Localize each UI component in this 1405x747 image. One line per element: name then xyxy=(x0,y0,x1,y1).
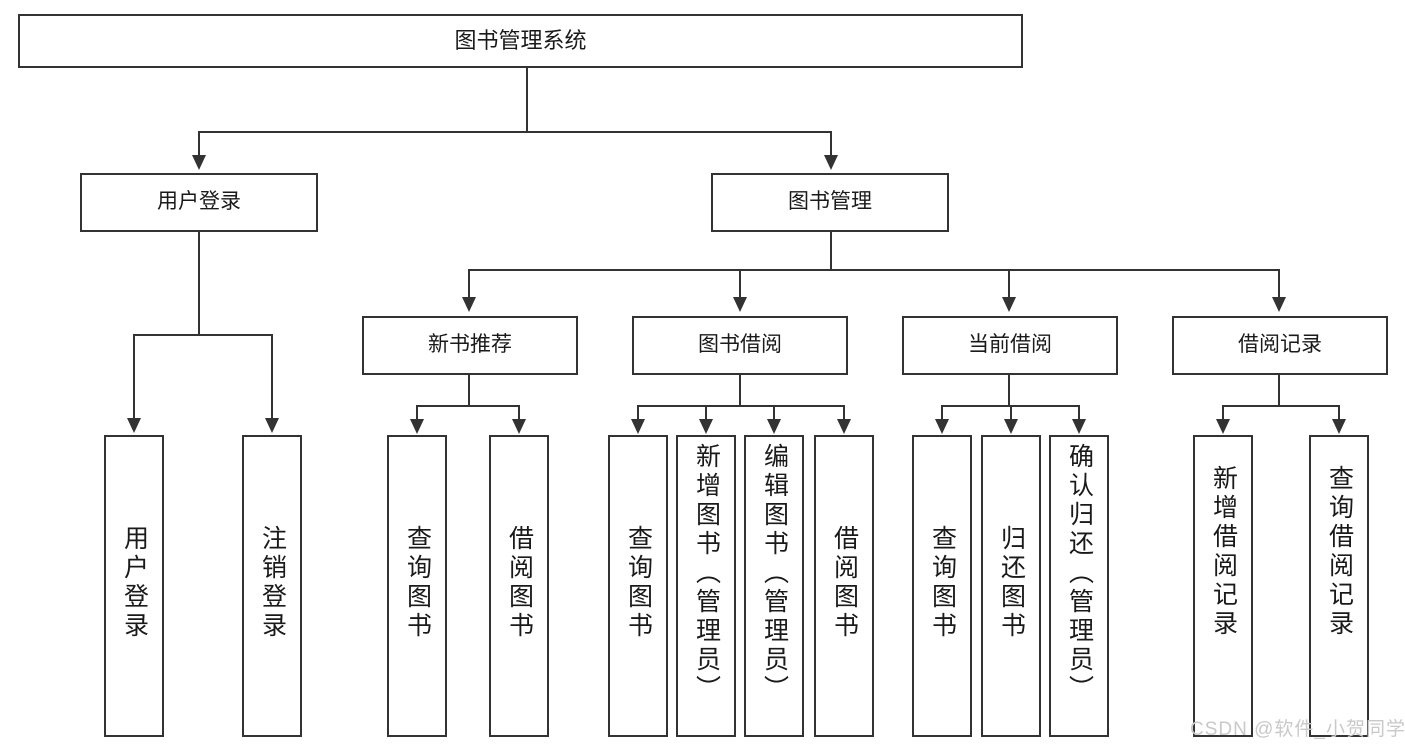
arrowhead-br-leaf2 xyxy=(1332,419,1346,434)
connector-new-book-recommend-bus xyxy=(416,405,520,407)
connector-borrow-record-bus xyxy=(1222,405,1340,407)
node-label: 新增借阅记录 xyxy=(1209,465,1238,639)
arrowhead-nbr-leaf2 xyxy=(512,419,526,434)
connector-cb-leaf2 xyxy=(1010,405,1012,419)
node-label: 借阅图书 xyxy=(830,525,859,641)
connector-user-login-bus xyxy=(133,334,273,336)
leaf-br-query-record[interactable]: 查询借阅记录 xyxy=(1309,435,1369,737)
node-label: 编辑图书（管理员） xyxy=(760,443,789,704)
connector-bb-leaf4 xyxy=(843,405,845,419)
connector-new-book-recommend-stem xyxy=(468,375,470,406)
arrowhead-new-book-recommend xyxy=(462,297,476,312)
arrowhead-leaf-logout xyxy=(265,418,279,433)
leaf-logout[interactable]: 注销登录 xyxy=(242,435,302,737)
node-label: 新增图书（管理员） xyxy=(692,443,721,704)
node-new-book-recommend[interactable]: 新书推荐 xyxy=(362,316,578,375)
node-label: 图书管理系统 xyxy=(454,28,587,54)
connector-cb-leaf3 xyxy=(1078,405,1080,419)
node-label: 查询借阅记录 xyxy=(1325,465,1354,639)
connector-to-user-login xyxy=(198,131,200,155)
leaf-bb-query-books[interactable]: 查询图书 xyxy=(608,435,668,737)
node-label: 查询图书 xyxy=(928,525,957,641)
arrowhead-bb-leaf1 xyxy=(631,419,645,434)
connector-to-borrow-record xyxy=(1278,269,1280,297)
leaf-nbr-query-books[interactable]: 查询图书 xyxy=(387,435,447,737)
node-book-borrow[interactable]: 图书借阅 xyxy=(632,316,848,375)
connector-to-new-book-recommend xyxy=(468,269,470,297)
connector-bb-leaf3 xyxy=(773,405,775,419)
node-label: 图书借阅 xyxy=(698,333,782,357)
arrowhead-bb-leaf4 xyxy=(837,419,851,434)
node-label: 当前借阅 xyxy=(968,333,1052,357)
node-label: 注销登录 xyxy=(258,525,287,641)
node-label: 借阅图书 xyxy=(505,525,534,641)
connector-user-login-leaf2 xyxy=(271,334,273,418)
connector-nbr-leaf2 xyxy=(518,405,520,419)
arrowhead-bb-leaf3 xyxy=(767,419,781,434)
connector-root-stem xyxy=(526,68,528,133)
connector-nbr-leaf1 xyxy=(416,405,418,419)
connector-book-management-stem xyxy=(830,232,832,270)
connector-bb-leaf1 xyxy=(637,405,639,419)
node-label: 新书推荐 xyxy=(428,333,512,357)
node-user-login[interactable]: 用户登录 xyxy=(80,173,318,232)
connector-br-leaf2 xyxy=(1338,405,1340,419)
arrowhead-leaf-user-login xyxy=(127,418,141,433)
arrowhead-br-leaf1 xyxy=(1216,419,1230,434)
connector-book-borrow-stem xyxy=(739,375,741,406)
connector-book-borrow-bus xyxy=(637,405,845,407)
node-label: 借阅记录 xyxy=(1238,333,1322,357)
connector-level2-bus xyxy=(468,269,1280,271)
node-current-borrow[interactable]: 当前借阅 xyxy=(902,316,1118,375)
node-label: 用户登录 xyxy=(120,525,149,641)
leaf-user-login[interactable]: 用户登录 xyxy=(104,435,164,737)
node-label: 归还图书 xyxy=(997,525,1026,641)
connector-cb-leaf1 xyxy=(941,405,943,419)
node-root-library-management-system[interactable]: 图书管理系统 xyxy=(18,14,1023,68)
connector-level1-bus xyxy=(198,131,832,133)
connector-current-borrow-stem xyxy=(1008,375,1010,406)
arrowhead-book-management xyxy=(824,155,838,170)
leaf-cb-confirm-return-admin[interactable]: 确认归还（管理员） xyxy=(1049,435,1109,737)
connector-user-login-stem xyxy=(198,232,200,335)
node-label: 查询图书 xyxy=(624,525,653,641)
arrowhead-cb-leaf3 xyxy=(1072,419,1086,434)
connector-to-book-management xyxy=(830,131,832,155)
leaf-bb-borrow-books[interactable]: 借阅图书 xyxy=(814,435,874,737)
arrowhead-cb-leaf1 xyxy=(935,419,949,434)
connector-to-book-borrow xyxy=(739,269,741,297)
arrowhead-bb-leaf2 xyxy=(699,419,713,434)
leaf-nbr-borrow-books[interactable]: 借阅图书 xyxy=(489,435,549,737)
leaf-cb-return-books[interactable]: 归还图书 xyxy=(981,435,1041,737)
connector-br-leaf1 xyxy=(1222,405,1224,419)
leaf-bb-add-book-admin[interactable]: 新增图书（管理员） xyxy=(676,435,736,737)
connector-bb-leaf2 xyxy=(705,405,707,419)
arrowhead-user-login xyxy=(192,155,206,170)
leaf-bb-edit-book-admin[interactable]: 编辑图书（管理员） xyxy=(744,435,804,737)
node-label: 用户登录 xyxy=(157,190,241,214)
leaf-cb-query-books[interactable]: 查询图书 xyxy=(912,435,972,737)
arrowhead-book-borrow xyxy=(733,297,747,312)
connector-user-login-leaf1 xyxy=(133,334,135,418)
arrowhead-cb-leaf2 xyxy=(1004,419,1018,434)
node-label: 确认归还（管理员） xyxy=(1065,443,1094,704)
connector-borrow-record-stem xyxy=(1278,375,1280,406)
connector-to-current-borrow xyxy=(1008,269,1010,297)
node-label: 图书管理 xyxy=(788,190,872,214)
node-book-management[interactable]: 图书管理 xyxy=(711,173,949,232)
node-label: 查询图书 xyxy=(403,525,432,641)
arrowhead-current-borrow xyxy=(1002,297,1016,312)
node-borrow-record[interactable]: 借阅记录 xyxy=(1172,316,1388,375)
leaf-br-add-record[interactable]: 新增借阅记录 xyxy=(1193,435,1253,737)
arrowhead-borrow-record xyxy=(1272,297,1286,312)
arrowhead-nbr-leaf1 xyxy=(410,419,424,434)
